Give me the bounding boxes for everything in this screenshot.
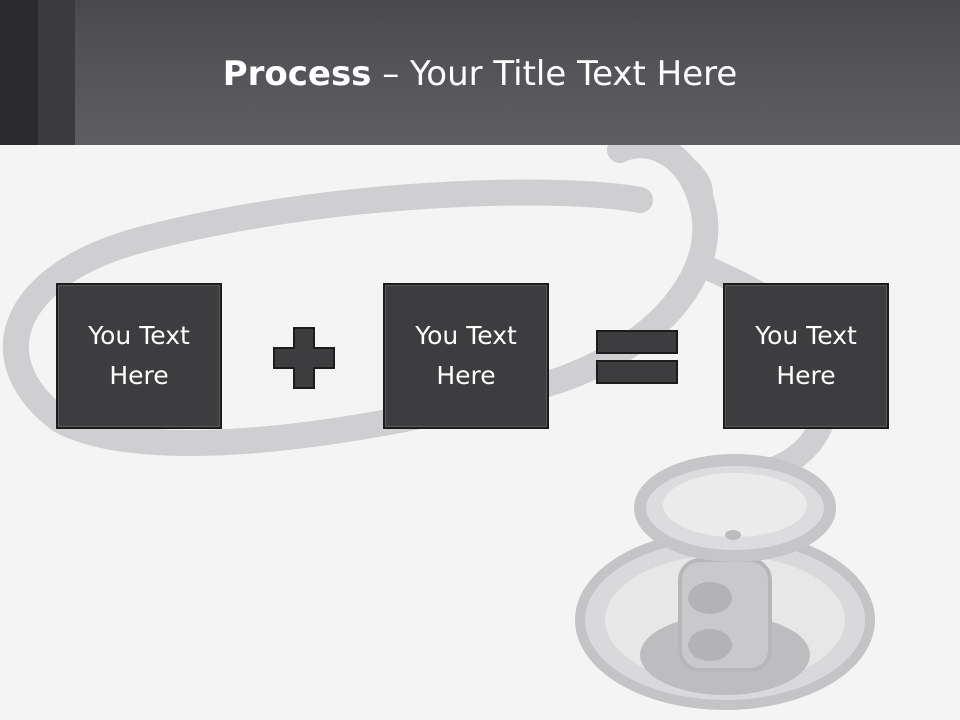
title-bar: Process – Your Title Text Here: [0, 0, 960, 145]
header-accent-bar-dark: [0, 0, 38, 145]
process-box-1-text: You Text Here: [88, 321, 190, 390]
stethoscope-background-image: [2, 145, 875, 710]
equals-icon: [596, 330, 678, 384]
process-box-3: You Text Here: [723, 283, 889, 429]
slide-title: Process – Your Title Text Here: [0, 52, 960, 96]
plus-icon: [273, 327, 335, 389]
process-box-2: You Text Here: [383, 283, 549, 429]
header-accent-bar: [38, 0, 75, 145]
process-box-3-text: You Text Here: [755, 321, 857, 390]
process-box-2-text: You Text Here: [415, 321, 517, 390]
title-bold-part: Process: [222, 54, 372, 94]
title-rest-part: – Your Title Text Here: [371, 54, 738, 94]
process-box-1: You Text Here: [56, 283, 222, 429]
